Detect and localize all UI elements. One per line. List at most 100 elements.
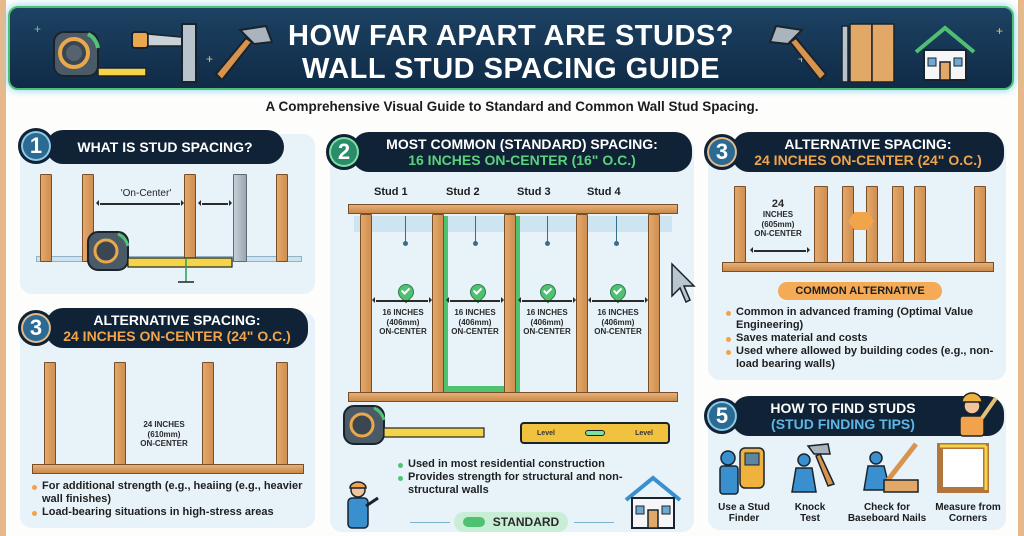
section-1-title-bar: WHAT IS STUD SPACING?: [46, 130, 284, 164]
frame-border-right: [1018, 0, 1024, 536]
title-line-2: WALL STUD SPACING GUIDE: [301, 53, 721, 85]
construction-worker-icon: [959, 392, 998, 437]
wood-stud: [202, 362, 214, 466]
on-center-label: 'On-Center': [120, 188, 172, 199]
section-1-badge: 1: [18, 128, 54, 164]
bay-line: ON-CENTER: [379, 327, 427, 336]
section-3-right-title-line-1: ALTERNATIVE SPACING:: [784, 136, 952, 152]
house-icon: [624, 475, 682, 529]
section-3-right-title-line-2: 24 INCHES ON-CENTER (24" O.C.): [754, 152, 982, 168]
bullet-item: Common in advanced framing (Optimal Valu…: [724, 306, 994, 332]
panel-alternative-spacing-right: 24 INCHES (605mm) ON-CENTER COMMON ALTER…: [708, 140, 1006, 380]
baseboard-icon: [863, 442, 919, 493]
standard-tag-label: STANDARD: [492, 515, 560, 529]
common-alternative-tag: COMMON ALTERNATIVE: [778, 282, 942, 300]
bottom-plate: [32, 464, 304, 474]
section-5-title-line-2: (STUD FINDING TIPS): [771, 416, 915, 432]
wood-stud: [44, 362, 56, 466]
tip-line: Baseboard Nails: [847, 513, 927, 524]
bottom-plate: [348, 392, 678, 402]
spacing-marker-icon: [848, 212, 874, 230]
bullet-item: For additional strength (e.g., heaiing (…: [30, 480, 310, 506]
section-2-badge: 2: [326, 134, 362, 170]
wood-stud: [504, 214, 516, 394]
bay-line: ON-CENTER: [451, 327, 499, 336]
page-subtitle: A Comprehensive Visual Guide to Standard…: [265, 99, 759, 114]
divider: [410, 522, 450, 523]
section-2-title-line-2: 16 INCHES ON-CENTER (16" O.C.): [408, 152, 636, 168]
tip-line: Test: [800, 513, 820, 524]
section-3-left-bullets: For additional strength (e.g., heaiing (…: [30, 480, 310, 519]
stud-finder-icon: [719, 447, 765, 495]
metal-stud: [233, 174, 247, 262]
wood-stud: [360, 214, 372, 394]
house-icon: [914, 25, 976, 81]
divider: [574, 522, 614, 523]
wood-stud: [892, 186, 904, 264]
wood-stud: [734, 186, 746, 264]
knock-hammer-icon: [791, 443, 836, 493]
gap-arrow: [198, 200, 232, 206]
bottom-plate: [722, 262, 994, 272]
wood-stud: [914, 186, 926, 264]
bay-line: ON-CENTER: [523, 327, 571, 336]
highlight-bay-bottom: [444, 386, 504, 392]
frame-border-left: [0, 0, 6, 536]
bay-line: (406mm): [458, 317, 492, 327]
dimension-label: 24 INCHES (605mm) ON-CENTER: [748, 198, 808, 239]
stud-label: Stud 3: [517, 186, 551, 198]
level-label: Level: [537, 429, 555, 437]
dimension-line-3: (605mm): [761, 219, 795, 229]
wood-panels-icon: [841, 23, 895, 83]
stud-label: Stud 1: [374, 186, 408, 198]
dimension-line-2: INCHES: [762, 210, 794, 219]
bay-line: 16 INCHES: [454, 308, 496, 317]
stud-leader: [473, 216, 478, 246]
section-3-left-title-line-2: 24 INCHES ON-CENTER (24" O.C.): [63, 328, 291, 344]
section-2-bullets: Used in most residential construction Pr…: [396, 458, 636, 497]
wood-stud: [648, 214, 660, 394]
wood-stud: [576, 214, 588, 394]
bay-label: 16 INCHES(406mm)ON-CENTER: [516, 308, 578, 337]
bullet-item: Saves material and costs: [724, 332, 994, 345]
dimension-line-2: (610mm): [147, 429, 181, 439]
bay-line: 16 INCHES: [526, 308, 568, 317]
section-2-title-line-1: MOST COMMON (STANDARD) SPACING:: [386, 136, 658, 152]
stud-label: Stud 2: [446, 186, 480, 198]
wood-stud: [40, 174, 52, 262]
wood-stud: [814, 186, 828, 264]
wood-stud: [114, 362, 126, 466]
level-bubble: [585, 430, 605, 436]
bullet-item: Used where allowed by building codes (e.…: [724, 345, 994, 371]
bay-label: 16 INCHES(406mm)ON-CENTER: [444, 308, 506, 337]
panel-alternative-spacing-left: 24 INCHES (610mm) ON-CENTER For addition…: [20, 312, 315, 528]
section-3-left-title-line-1: ALTERNATIVE SPACING:: [93, 312, 261, 328]
bay-line: 16 INCHES: [382, 308, 424, 317]
bullet-item: Provides strength for structural and non…: [396, 471, 636, 497]
wood-stud: [432, 214, 444, 394]
wood-stud: [276, 174, 288, 262]
dimension-arrow: [750, 247, 810, 253]
dimension-line-3: ON-CENTER: [140, 439, 188, 448]
bay-arrow: [446, 297, 504, 303]
mouse-cursor-icon: [671, 262, 696, 304]
sparkle-icon: +: [34, 22, 42, 36]
tape-measure-icon: [53, 31, 147, 77]
stud-label: Stud 4: [587, 186, 621, 198]
title-line-1: HOW FAR APART ARE STUDS?: [288, 20, 734, 52]
section-3-right-title-bar: ALTERNATIVE SPACING: 24 INCHES ON-CENTER…: [732, 132, 1004, 172]
tape-measure-icon: [343, 405, 485, 445]
common-alternative-label: COMMON ALTERNATIVE: [795, 285, 925, 297]
section-5-badge: 5: [704, 398, 740, 434]
tip-line: Corners: [948, 513, 988, 524]
worker-icon: [347, 481, 379, 529]
bay-line: (406mm): [530, 317, 564, 327]
bay-arrow: [372, 297, 432, 303]
section-2-title-bar: MOST COMMON (STANDARD) SPACING: 16 INCHE…: [352, 132, 692, 172]
section-3-left-badge: 3: [18, 310, 54, 346]
section-5-title-bar: HOW TO FIND STUDS (STUD FINDING TIPS): [732, 396, 1004, 436]
bay-line: (406mm): [386, 317, 420, 327]
